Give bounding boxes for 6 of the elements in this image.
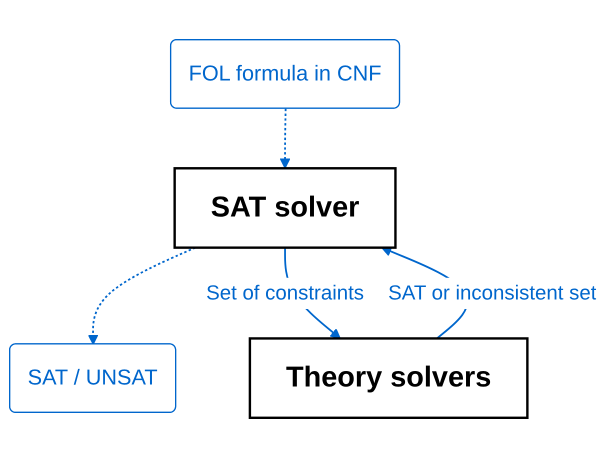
node-box: SAT solver xyxy=(173,166,397,249)
edge-label: Set of constraints xyxy=(206,281,364,304)
node-box: Theory solvers xyxy=(248,337,529,419)
arrow xyxy=(280,108,290,169)
edge-label: SAT or inconsistent set xyxy=(388,281,596,304)
arrow xyxy=(88,246,196,345)
